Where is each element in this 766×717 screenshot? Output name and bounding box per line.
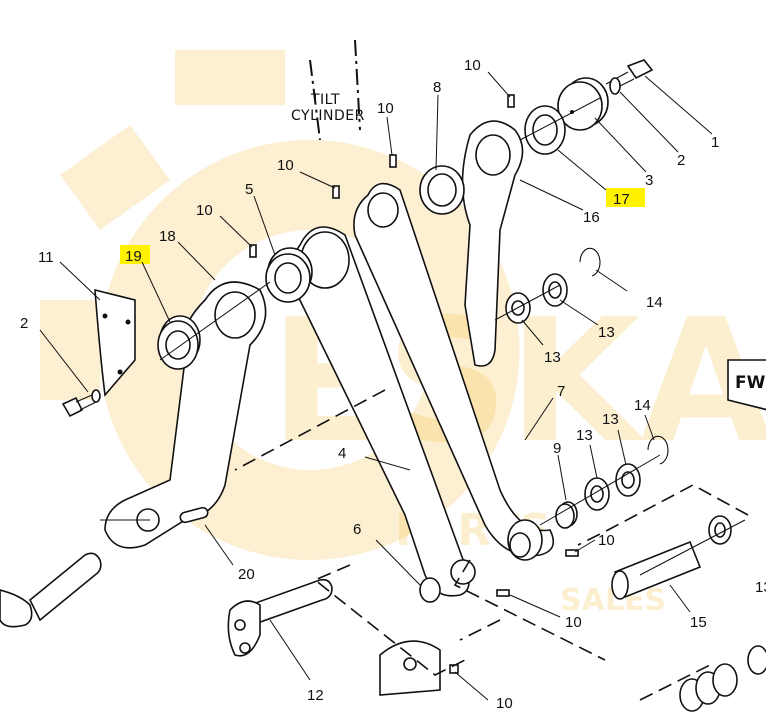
callout-6: 6: [353, 521, 361, 538]
highlight-19: [120, 245, 150, 264]
callout-13: 13: [598, 324, 615, 341]
callout-14: 14: [634, 397, 651, 414]
bolt-2-left: [61, 389, 101, 418]
pin-lower-left: [0, 552, 102, 628]
callout-11: 11: [38, 249, 54, 266]
yoke-lower: [379, 577, 441, 696]
callout-5: 5: [245, 181, 253, 198]
washer-13-upper: [542, 273, 568, 307]
callout-10: 10: [565, 614, 582, 631]
snap-ring-14-lower: [647, 435, 669, 465]
tilt-cylinder-centerlines: [309, 39, 361, 141]
callout-13: 13: [755, 579, 766, 596]
washer-13-mid: [584, 477, 610, 511]
callout-10: 10: [377, 100, 394, 117]
pin-20: [179, 506, 209, 524]
bushing-17: [524, 105, 566, 155]
highlight-17: [606, 188, 645, 207]
pin-12: [227, 578, 333, 657]
bellcrank-18: [104, 281, 267, 549]
bushing-19: [157, 315, 201, 370]
callout-8: 8: [433, 79, 441, 96]
callout-1: 1: [711, 134, 719, 151]
callout-12: 12: [307, 687, 324, 704]
callout-13: 13: [544, 349, 561, 366]
grease-fittings: [249, 94, 579, 674]
washer-stack-bottom-right: [679, 645, 766, 712]
callout-2: 2: [677, 152, 685, 169]
washer-2-top: [609, 77, 621, 95]
callout-14: 14: [646, 294, 663, 311]
callout-20: 20: [238, 566, 255, 583]
tilt-cylinder-caption: TILT CYLINDER: [291, 92, 365, 124]
callout-9: 9: [553, 440, 561, 457]
callout-10: 10: [598, 532, 615, 549]
callout-10: 10: [464, 57, 481, 74]
callout-2: 2: [20, 315, 28, 332]
spacer-9: [555, 501, 578, 529]
callout-10: 10: [277, 157, 294, 174]
callout-3: 3: [645, 172, 653, 189]
callout-19: 19: [125, 248, 142, 265]
callouts: 1 2 2 3 4 5 6 7 8 9 10 10 10 10 10 10 10…: [20, 57, 766, 712]
caption-line-2: CYLINDER: [291, 108, 365, 124]
caption-line-1: TILT: [310, 92, 340, 108]
direction-tag-text: FW: [735, 373, 766, 393]
callout-13: 13: [602, 411, 619, 428]
lever-7: [353, 182, 555, 557]
plate-3: [557, 77, 609, 131]
callout-16: 16: [583, 209, 600, 226]
callout-10: 10: [496, 695, 513, 712]
assembly-axes: [100, 97, 746, 576]
bushing-7-lower: [507, 519, 543, 561]
link-16-eye: [475, 134, 511, 176]
callout-17: 17: [613, 191, 630, 208]
callout-18: 18: [159, 228, 176, 245]
direction-tag: FW: [727, 359, 766, 411]
callout-13: 13: [576, 427, 593, 444]
lever-7-eye: [367, 192, 399, 228]
bushing-5: [265, 247, 313, 303]
washer-13-outer: [615, 463, 641, 497]
dashed-frame-lines: [234, 389, 749, 701]
bellcrank-18-eye: [214, 291, 256, 339]
bracket-11: [94, 288, 136, 397]
callout-10: 10: [196, 202, 213, 219]
washer-13-right: [708, 515, 732, 545]
leader-lines: [39, 71, 713, 701]
callout-15: 15: [690, 614, 707, 631]
bushing-8: [419, 165, 465, 215]
snap-ring-14-upper: [579, 247, 601, 277]
pin-15: [611, 540, 702, 600]
callout-4: 4: [338, 445, 346, 462]
callout-7: 7: [557, 383, 565, 400]
